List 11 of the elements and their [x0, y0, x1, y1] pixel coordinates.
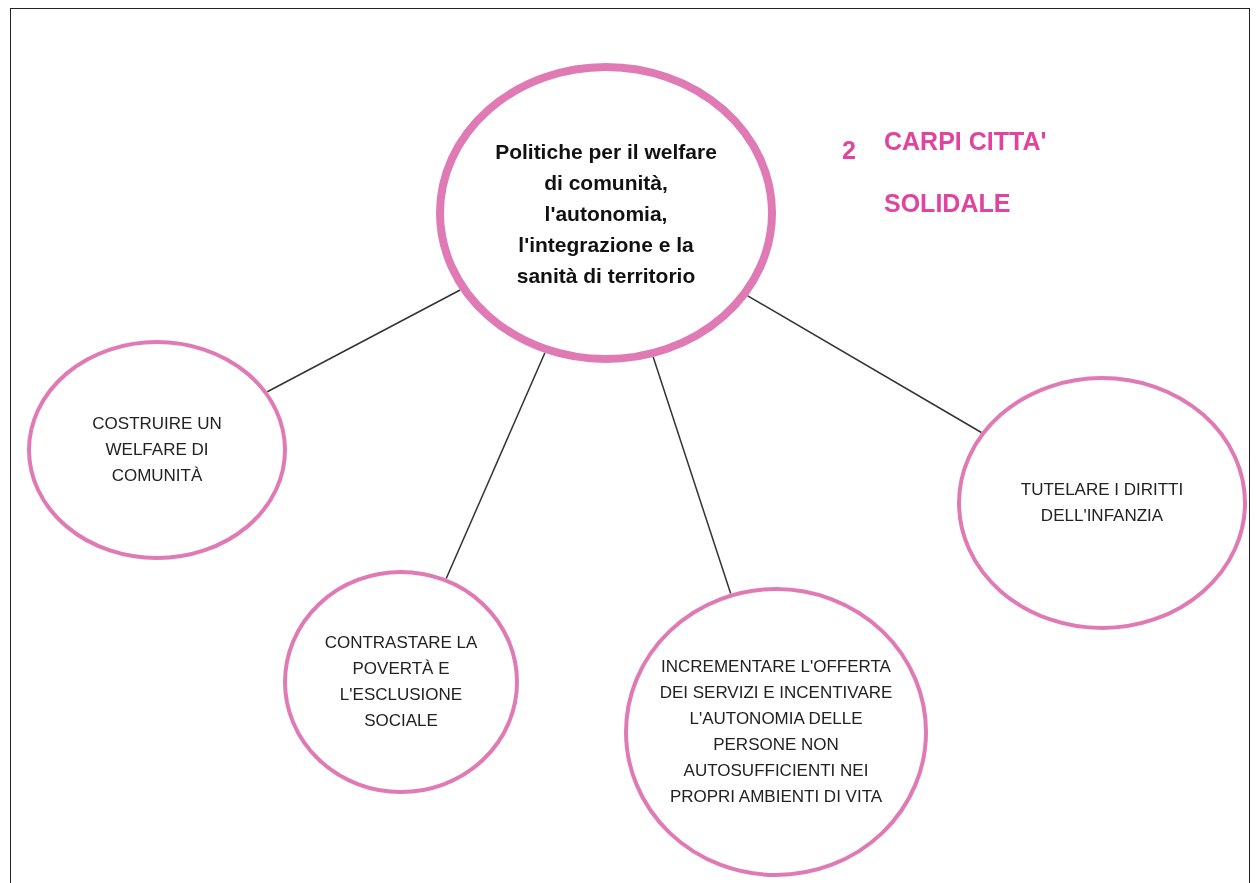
connector-line [445, 352, 546, 580]
connector-line [652, 356, 732, 595]
node-text: CONTRASTARE LA POVERTÀ E L'ESCLUSIONE SOCIALE [323, 632, 479, 732]
connector-line [746, 295, 983, 434]
connector-line [266, 289, 461, 393]
node-text: TUTELARE I DIRITTI DELL'INFANZIA [1019, 479, 1185, 527]
node-text: INCREMENTARE L'OFFERTA DEI SERVIZI E INCENTIVARE L'AUTONOMIA DELLE PERSONE NON AUTOSUFFICIENTI NEI PROPRI AMBIENTI DI VITA [658, 656, 894, 808]
node-text: Politiche per il welfare di comunità, l'autonomia, l'integrazione e la sanità di territorio [494, 138, 718, 289]
node-text: COSTRUIRE UN WELFARE DI COMUNITÀ [91, 413, 223, 487]
number-label: 2 [842, 135, 857, 165]
title-label: CARPI CITTA' SOLIDALE [884, 126, 1048, 219]
